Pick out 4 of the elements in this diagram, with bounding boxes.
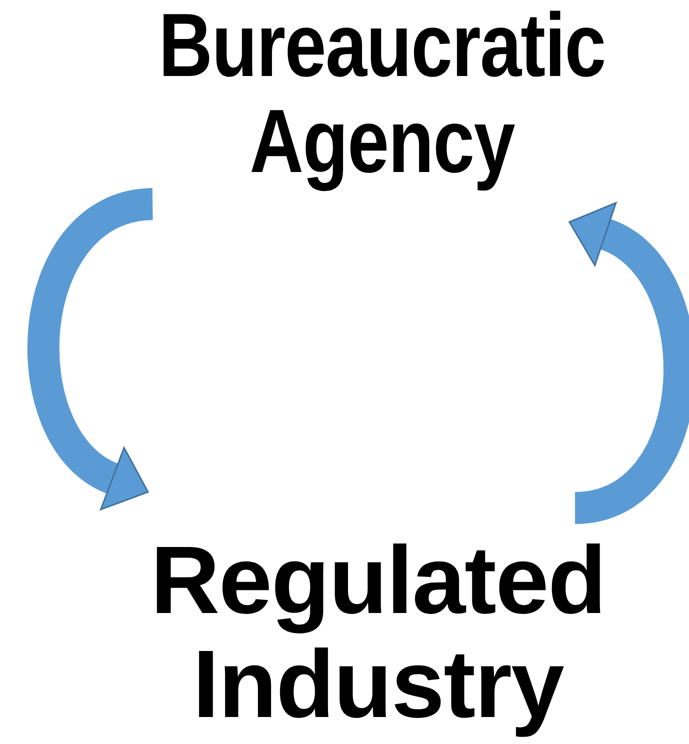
curved-arrow [28, 188, 156, 508]
curved-arrow [571, 204, 689, 524]
heading-text: Bureaucratic Agency [150, 0, 614, 190]
heading-text: Regulated Industry [133, 529, 623, 737]
